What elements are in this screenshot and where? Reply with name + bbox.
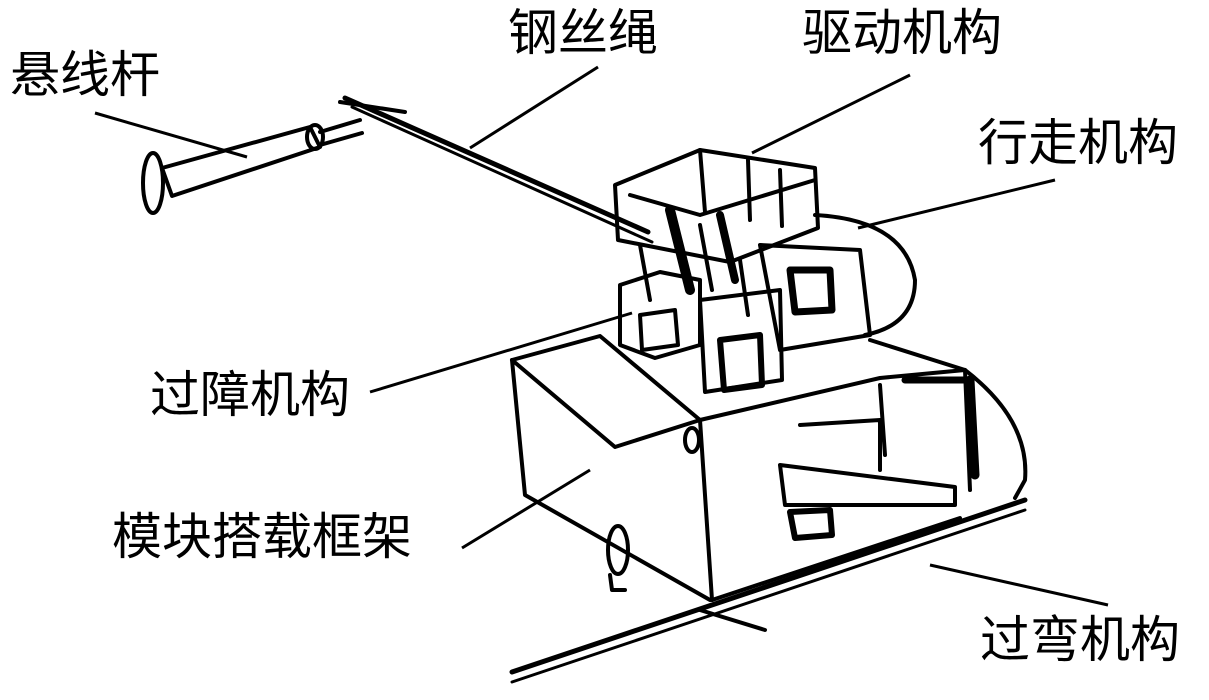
label-drive-mechanism: 驱动机构	[802, 4, 1002, 62]
label-module-frame: 模块搭载框架	[112, 508, 412, 566]
label-obstacle-crossing: 过障机构	[150, 366, 350, 424]
leader-wire-rope	[469, 65, 599, 150]
wire-rope-drawing	[338, 95, 654, 244]
walking-wheel-drawing	[758, 213, 917, 352]
label-suspension-rod: 悬线杆	[10, 46, 160, 104]
leader-bend-crossing	[929, 563, 1109, 607]
label-bend-crossing: 过弯机构	[980, 611, 1180, 669]
leader-drive-mechanism	[751, 73, 911, 155]
leader-lines	[94, 65, 1109, 607]
obstacle-mechanism-drawing	[618, 270, 784, 394]
label-wire-rope: 钢丝绳	[508, 4, 658, 62]
leader-walking-mechanism	[857, 178, 1056, 230]
suspension-rod-drawing	[141, 118, 364, 215]
bend-mechanism-drawing	[778, 338, 1028, 541]
leader-suspension-rod	[94, 111, 248, 159]
base-rail-drawing	[509, 497, 1028, 684]
label-walking-mechanism: 行走机构	[978, 114, 1178, 172]
module-frame-drawing	[510, 334, 967, 602]
leader-module-frame	[461, 468, 591, 550]
leader-obstacle-crossing	[369, 311, 633, 394]
